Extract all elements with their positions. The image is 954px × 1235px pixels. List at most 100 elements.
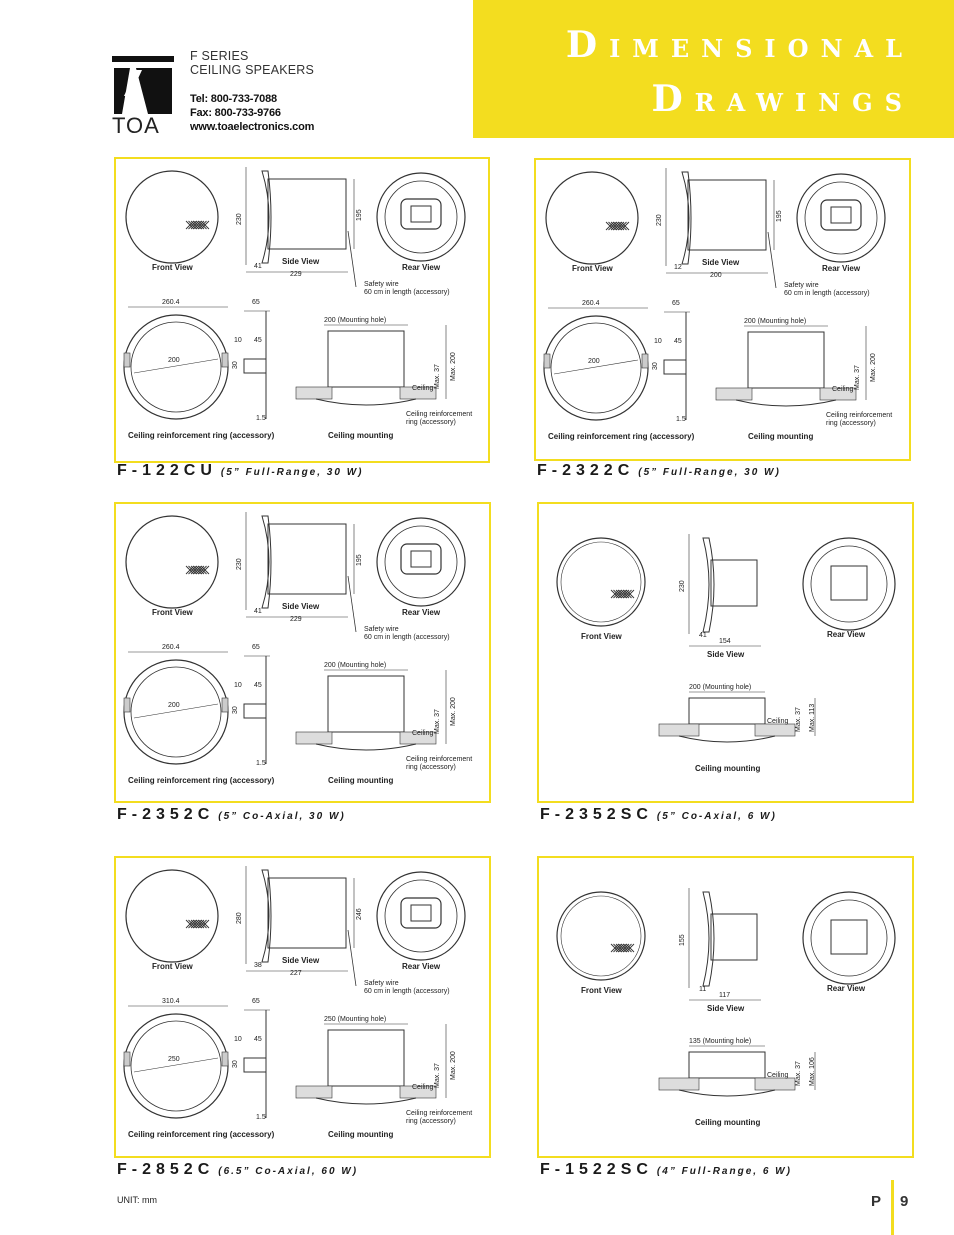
- reinforcement-ring-inner: [130, 1020, 222, 1112]
- max-depth-b-value: Max. 106: [809, 1057, 816, 1086]
- overall-depth-value: 227: [290, 970, 302, 977]
- page-title-line-1: DIMENSIONAL: [565, 24, 914, 66]
- rear-view-inner: [804, 181, 878, 255]
- safety-wire: [347, 575, 357, 633]
- dimension-drawing: [123, 512, 466, 765]
- model-number: F-2322C: [537, 462, 635, 479]
- max-depth-b-value: Max. 113: [809, 703, 816, 732]
- safety-wire: [767, 231, 777, 289]
- rear-view-inner: [384, 525, 458, 599]
- height-value: 155: [679, 934, 686, 946]
- bracket-b1-value: 10: [234, 682, 242, 689]
- rear-view-terminal: [820, 199, 862, 231]
- ring-clip-right: [221, 1051, 229, 1067]
- ring-diameter-line: [133, 358, 219, 374]
- bracket-b3-value: 30: [232, 1060, 239, 1068]
- side-view-label: Side View: [282, 956, 320, 965]
- page-title-line-2: DRAWINGS: [651, 78, 914, 120]
- rear-view-label: Rear View: [822, 264, 861, 273]
- contact-block: Tel: 800-733-7088 Fax: 800-733-9766 www.…: [190, 92, 314, 134]
- safety-wire-length: 60 cm in length (accessory): [364, 988, 450, 995]
- ring-note-line-1: Ceiling reinforcement: [406, 411, 473, 418]
- ring-clip-left: [543, 353, 551, 369]
- series-line-2: CEILING SPEAKERS: [190, 63, 315, 77]
- rear-view-inner: [810, 545, 888, 623]
- rear-view-connector: [410, 550, 432, 568]
- grille-icon: [605, 221, 630, 231]
- height-value: 230: [679, 580, 686, 592]
- front-view-label: Front View: [152, 608, 193, 617]
- front-view-inner: [560, 895, 642, 977]
- brand-wordmark: TOA: [112, 113, 160, 138]
- ceiling-label: Ceiling: [767, 1072, 789, 1079]
- bracket-b3-value: 30: [232, 706, 239, 714]
- model-spec: (5” Full-Range, 30 W): [638, 467, 781, 478]
- height-value: 230: [236, 213, 243, 225]
- safety-wire-label: Safety wire: [364, 626, 399, 633]
- depth-value: 195: [776, 210, 783, 222]
- page-divider: [891, 1180, 894, 1235]
- flange-value: 11: [699, 986, 707, 993]
- max-depth-a-value: Max. 37: [795, 707, 802, 732]
- front-view-label: Front View: [572, 264, 613, 273]
- bracket-b4-value: 1.5: [256, 1114, 266, 1121]
- bracket-b4-value: 1.5: [256, 760, 266, 767]
- unit-note: UNIT: mm: [117, 1195, 157, 1205]
- model-caption: F-2852C(6.5” Co-Axial, 60 W): [117, 1161, 358, 1179]
- front-view-outline: [125, 869, 219, 963]
- ring-caption: Ceiling reinforcement ring (accessory): [128, 431, 275, 440]
- rear-view-connector: [410, 205, 432, 223]
- rear-view-outline: [376, 871, 466, 961]
- dimension-drawing: [556, 534, 896, 743]
- reinforcement-ring-outer: [123, 1013, 229, 1119]
- ring-caption: Ceiling reinforcement ring (accessory): [548, 432, 695, 441]
- overall-depth-value: 154: [719, 638, 731, 645]
- mounting-caption: Ceiling mounting: [695, 1118, 761, 1127]
- max-depth-a-value: Max. 37: [854, 365, 861, 390]
- ring-clip-right: [641, 353, 649, 369]
- ceiling-right: [399, 386, 437, 400]
- mounted-speaker-body: [688, 697, 766, 725]
- mounting-hole-value: 135 (Mounting hole): [689, 1038, 752, 1045]
- rear-view-label: Rear View: [827, 630, 866, 639]
- ring-diameter-value: 250: [168, 1056, 180, 1063]
- overall-depth-value: 200: [710, 272, 722, 279]
- reinforcement-ring-outer: [543, 315, 649, 421]
- bracket-value: 65: [672, 300, 680, 307]
- ring-note-line-2: ring (accessory): [406, 764, 456, 771]
- phone-number: Tel: 800-733-7088: [190, 93, 277, 105]
- mounted-grille: [315, 398, 417, 406]
- bracket-value: 65: [252, 998, 260, 1005]
- bracket-shape: [663, 312, 687, 420]
- bracket-b3-value: 30: [652, 362, 659, 370]
- front-view-label: Front View: [581, 986, 622, 995]
- bracket-value: 65: [252, 644, 260, 651]
- rear-view-label: Rear View: [402, 263, 441, 272]
- model-number: F-2352C: [117, 806, 215, 823]
- series-line-1: F SERIES: [190, 49, 249, 63]
- reinforcement-ring-inner: [130, 321, 222, 413]
- bracket-b2-value: 45: [254, 1036, 262, 1043]
- model-spec: (4” Full-Range, 6 W): [656, 1166, 792, 1177]
- model-caption: F-2352C(5” Co-Axial, 30 W): [117, 806, 346, 824]
- mounted-grille: [678, 735, 776, 743]
- overall-depth-value: 117: [719, 992, 731, 999]
- front-view-label: Front View: [152, 263, 193, 272]
- grille-icon: [610, 943, 635, 953]
- model-number: F-122CU: [117, 462, 217, 479]
- front-view-label: Front View: [152, 962, 193, 971]
- bracket-b2-value: 45: [254, 337, 262, 344]
- dimension-drawing: [556, 888, 896, 1097]
- mounting-hole-value: 200 (Mounting hole): [324, 662, 387, 669]
- mounted-grille: [678, 1089, 776, 1097]
- ceiling-right: [399, 1085, 437, 1099]
- website-link[interactable]: www.toaelectronics.com: [190, 121, 315, 133]
- side-view-body: [267, 178, 347, 250]
- model-spec: (5” Co-Axial, 6 W): [656, 811, 777, 822]
- mounting-hole-value: 200 (Mounting hole): [744, 318, 807, 325]
- ring-width-value: 310.4: [162, 998, 180, 1005]
- ceiling-left: [658, 723, 700, 737]
- rear-view-outline: [376, 172, 466, 262]
